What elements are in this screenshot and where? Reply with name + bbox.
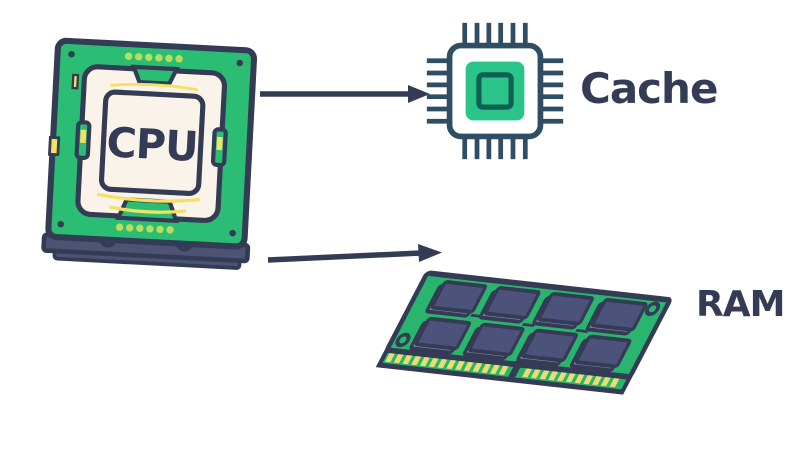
cpu-accent-tick [80, 129, 87, 144]
ram-chip [478, 286, 541, 324]
cpu-dot-row-bottom [115, 223, 174, 234]
ram-hole-right [645, 301, 661, 317]
ram-chip [516, 328, 578, 367]
cpu-corner-dot [236, 59, 244, 67]
cpu-corner-dot [57, 220, 65, 228]
cache-label: Cache [580, 64, 718, 113]
cpu-corner-dot [229, 229, 236, 237]
ram-module-group [375, 270, 672, 395]
ram-hole-left [395, 332, 411, 348]
ram-chip [425, 280, 488, 318]
ram-illustration [375, 270, 672, 395]
arrow-head-icon [408, 85, 430, 103]
cpu-corner-dot [68, 50, 75, 58]
cache-chip-core [465, 61, 525, 121]
cpu-accent-line [110, 82, 199, 92]
cache-chip-inner-square [476, 72, 514, 110]
arrow-cpu-to-cache [260, 85, 430, 103]
cpu-socket-tab-top [130, 64, 180, 86]
ram-chip [569, 334, 632, 373]
cpu-accent-line [96, 192, 200, 203]
cpu-illustration: CPU [41, 37, 258, 270]
cpu-dot-row-top [124, 52, 183, 63]
cpu-edge-notch [47, 135, 61, 157]
cpu-chip-group: CPU [41, 37, 258, 270]
ram-chip [532, 291, 594, 330]
arrow-cpu-to-ram [267, 244, 442, 263]
ram-chip [585, 297, 648, 336]
ram-gold-pins [385, 353, 620, 388]
arrow-shaft [267, 250, 422, 263]
cpu-accent-tick [71, 73, 80, 90]
ram-chip [462, 322, 525, 361]
cpu-die [98, 89, 206, 196]
ram-label: RAM [696, 284, 785, 325]
cpu-accent-tick [216, 136, 223, 151]
cache-pins [426, 22, 564, 160]
cpu-label: CPU [105, 118, 198, 171]
cache-chip-icon [426, 22, 564, 160]
ram-chips [409, 280, 648, 373]
cpu-accent-line [109, 205, 187, 214]
arrow-head-icon [418, 244, 442, 262]
ram-chip [409, 316, 472, 355]
